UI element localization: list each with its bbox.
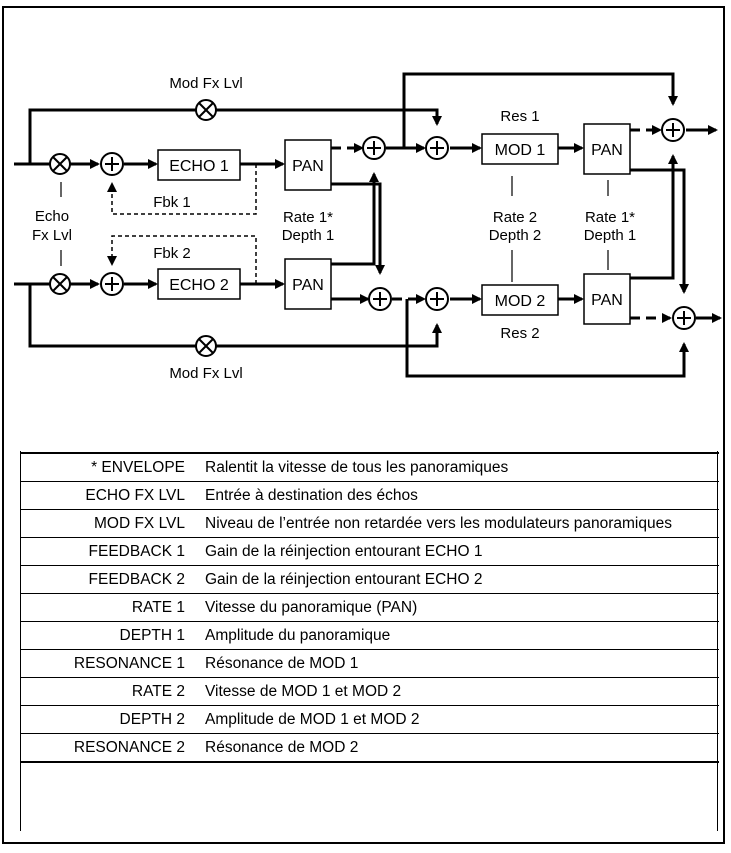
legend-description: Vitesse de MOD 1 et MOD 2 [205,677,719,706]
pan-box-top-right [583,123,631,175]
pan-box-bottom-right [583,273,631,325]
pan-label-top-left: PAN [292,158,324,175]
mod1-label: MOD 1 [495,142,546,159]
legend-term: MOD FX LVL [21,509,205,538]
legend-term: ECHO FX LVL [21,481,205,510]
depth1-label-right: Depth 1 [584,227,637,244]
fbk2-label: Fbk 2 [153,245,191,262]
echo1-box [157,149,241,181]
multiplier-echo-top [49,153,71,175]
legend-description: Gain de la réinjection entourant ECHO 2 [205,565,719,594]
sum-mod-in-bottom [425,287,449,311]
legend-term: * ENVELOPE [21,452,205,482]
rate1-label-right: Rate 1* [585,209,635,226]
res2-label: Res 2 [500,325,539,342]
depth1-label-center: Depth 1 [282,227,335,244]
sum-mod-in-top [425,136,449,160]
legend-description: Résonance de MOD 2 [205,733,719,763]
legend-term: RESONANCE 1 [21,649,205,678]
multiplier-mod-top [195,99,217,121]
legend-term: RESONANCE 2 [21,733,205,763]
legend-term: DEPTH 1 [21,621,205,650]
legend-term: DEPTH 2 [21,705,205,734]
legend-description: Amplitude de MOD 1 et MOD 2 [205,705,719,734]
legend-description: Résonance de MOD 1 [205,649,719,678]
sum-pan-bottom [368,287,392,311]
legend-description: Amplitude du panoramique [205,621,719,650]
fbk1-label: Fbk 1 [153,194,191,211]
echo-fx-lvl-label-line2: Fx Lvl [32,227,72,244]
sum-out-top [661,118,685,142]
legend-description: Entrée à destination des échos [205,481,719,510]
depth2-label: Depth 2 [489,227,542,244]
legend-term: RATE 1 [21,593,205,622]
sum-out-bottom [672,306,696,330]
echo2-box [157,268,241,300]
legend-description: Vitesse du panoramique (PAN) [205,593,719,622]
rate2-label: Rate 2 [493,209,537,226]
rate1-label-center: Rate 1* [283,209,333,226]
pan-label-bottom-right: PAN [591,292,623,309]
multiplier-mod-bottom [195,335,217,357]
legend-term: RATE 2 [21,677,205,706]
legend-description: Gain de la réinjection entourant ECHO 1 [205,537,719,566]
sum-fbk1 [100,152,124,176]
sum-fbk2 [100,272,124,296]
mod-fx-lvl-label-bottom: Mod Fx Lvl [169,365,242,382]
legend-term: FEEDBACK 1 [21,537,205,566]
pan-box-bottom-left [284,258,332,310]
mod-fx-lvl-label-top: Mod Fx Lvl [169,75,242,92]
res1-label: Res 1 [500,108,539,125]
pan-label-bottom-left: PAN [292,277,324,294]
legend-description: Ralentit la vitesse de tous les panorami… [205,452,719,482]
echo2-label: ECHO 2 [169,277,229,294]
mod2-box [481,284,559,316]
figure-frame [2,6,725,844]
pan-label-top-right: PAN [591,142,623,159]
pan-box-top-left [284,139,332,191]
mod1-box [481,133,559,165]
sum-pan-top [362,136,386,160]
echo1-label: ECHO 1 [169,158,229,175]
echo-fx-lvl-label-line1: Echo [35,208,69,225]
signal-flow-diagram: Mod Fx Lvl Mod Fx Lvl Echo Fx Lvl ECHO 1… [14,72,722,382]
legend-description: Niveau de l’entrée non retardée vers les… [205,509,719,538]
legend-term: FEEDBACK 2 [21,565,205,594]
mod2-label: MOD 2 [495,293,546,310]
multiplier-echo-bottom [49,273,71,295]
